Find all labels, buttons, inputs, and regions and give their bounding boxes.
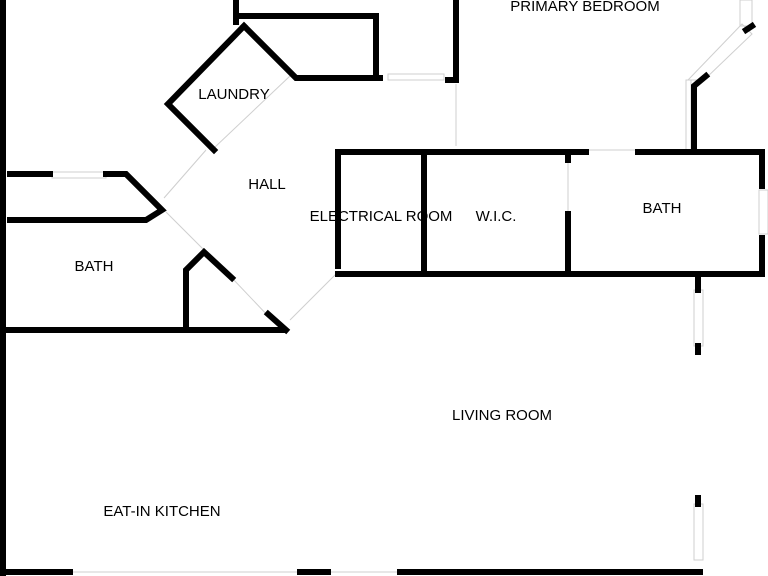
opening-living xyxy=(289,273,337,321)
wall-closet-diagonal xyxy=(239,21,383,81)
wall-closet-top xyxy=(237,13,379,79)
label-living-room: LIVING ROOM xyxy=(452,407,552,424)
label-hall: HALL xyxy=(248,176,286,193)
opening-hall-lower xyxy=(165,211,205,251)
wall-bath-right-top xyxy=(635,149,765,189)
wall-bath-right-side xyxy=(697,235,765,277)
opening-hall-bedroom xyxy=(387,73,445,81)
label-laundry: LAUNDRY xyxy=(198,86,269,103)
label-electrical-room: ELECTRICAL ROOM xyxy=(310,208,453,225)
label-bath-left: BATH xyxy=(75,258,114,275)
wall-bath-left-closet xyxy=(183,247,237,331)
window-bath-right xyxy=(758,189,768,235)
wall-bay-base xyxy=(691,71,711,153)
wall-electrical-top xyxy=(335,149,589,269)
opening-bath-left xyxy=(231,277,271,319)
window-outlines xyxy=(51,0,768,573)
opening-laundry xyxy=(213,75,291,149)
label-bath-right: BATH xyxy=(643,200,682,217)
label-primary-bedroom: PRIMARY BEDROOM xyxy=(510,0,659,15)
wall-bay-top xyxy=(741,21,757,35)
window-bedroom-top xyxy=(739,0,753,27)
label-eat-in-kitchen: EAT-IN KITCHEN xyxy=(103,503,220,520)
opening-hall-upper xyxy=(163,149,207,199)
wall-laundry xyxy=(163,21,249,155)
wall-closet-left xyxy=(7,171,167,223)
label-wic: W.I.C. xyxy=(476,208,517,225)
wall-bath-left-door xyxy=(263,309,291,335)
wall-bedroom-left xyxy=(445,0,459,83)
room-labels: PRIMARY BEDROOM LAUNDRY HALL ELECTRICAL … xyxy=(75,0,682,520)
